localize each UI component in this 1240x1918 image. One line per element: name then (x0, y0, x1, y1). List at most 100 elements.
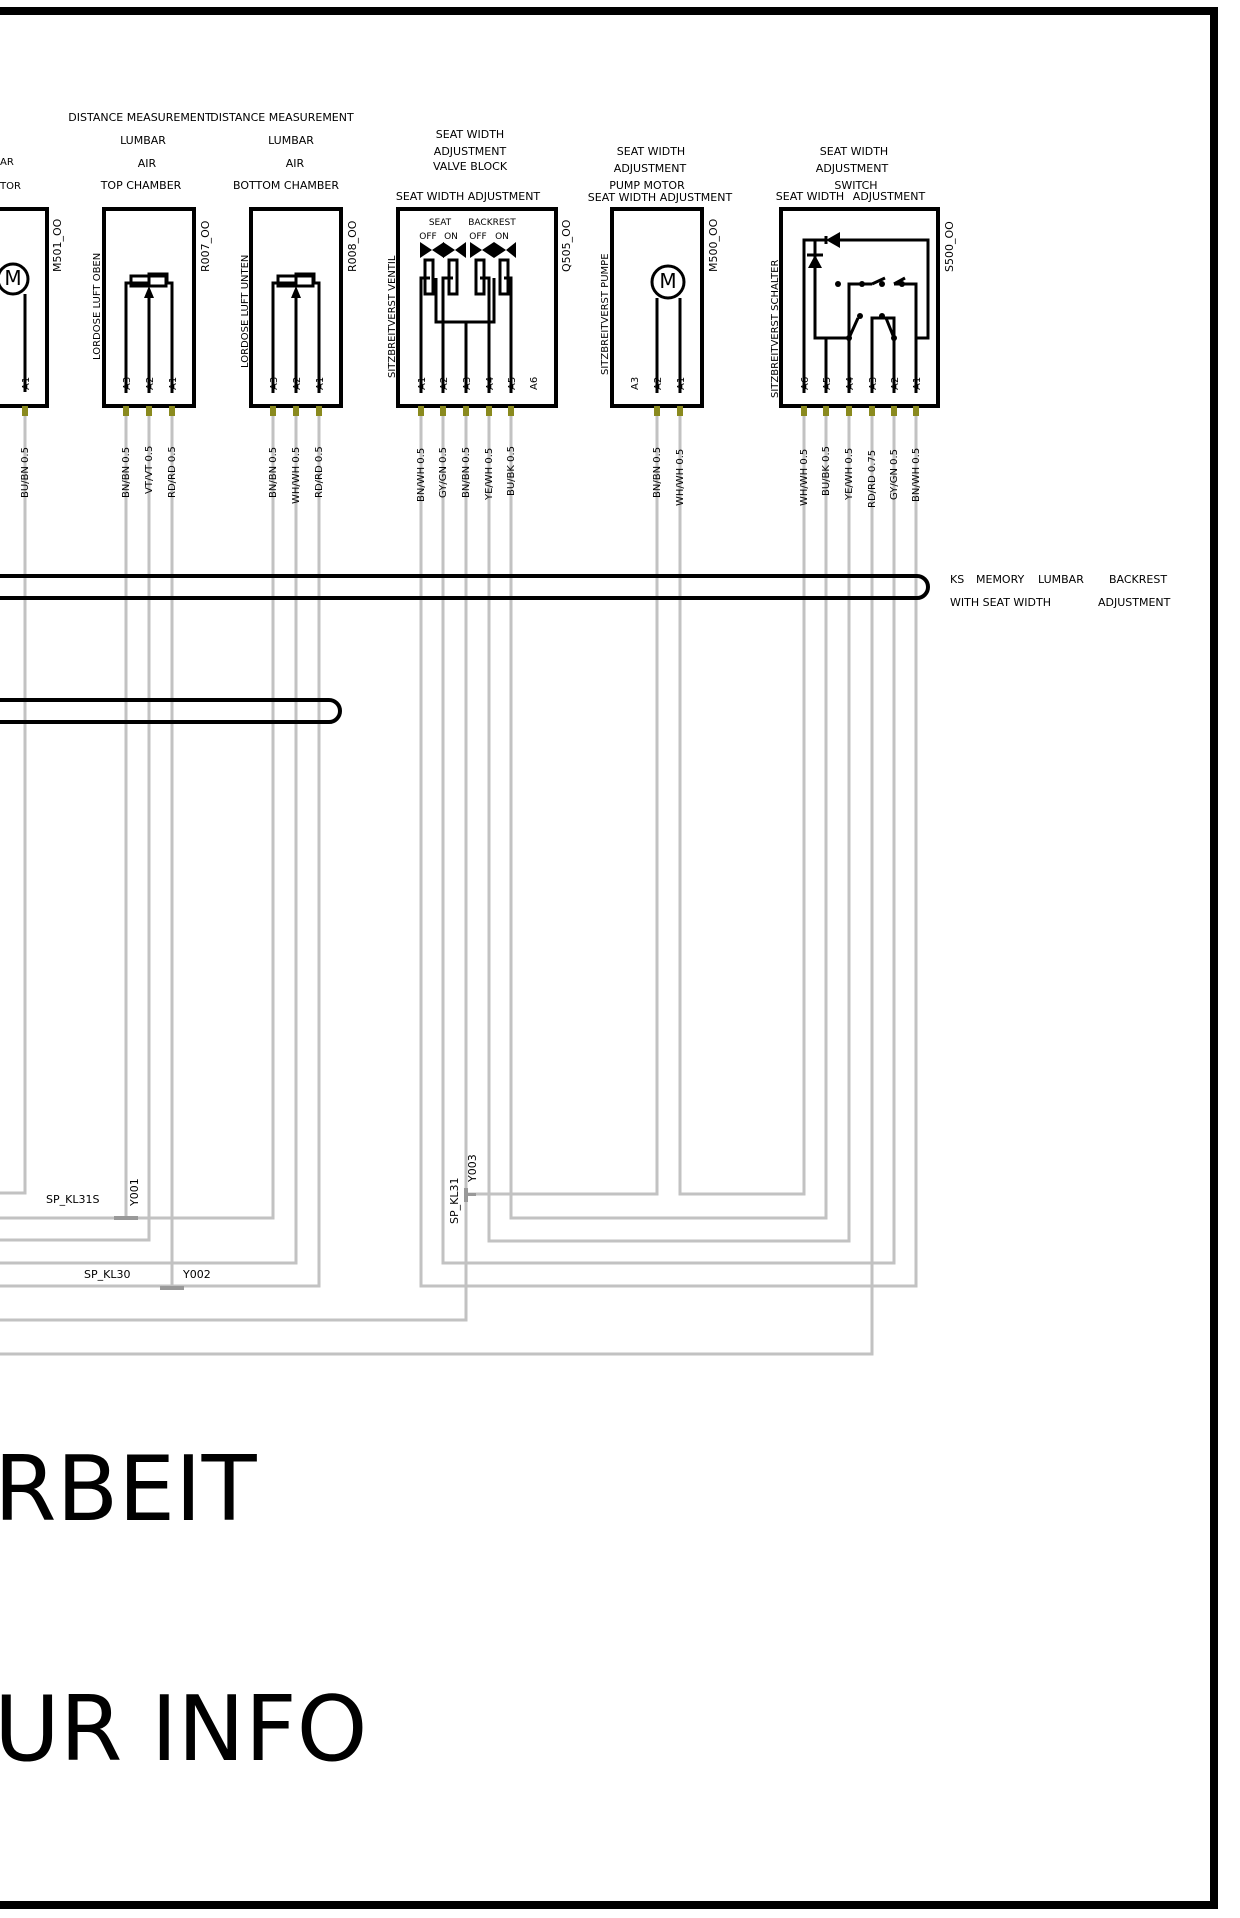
component-codes: M501_OO R007_OO R008_OO Q505_OO M500_OO … (51, 218, 956, 272)
component-r007 (102, 207, 196, 416)
r008-pin-a3: A3 (269, 377, 280, 390)
r007-code: R007_OO (199, 220, 212, 272)
q505-title-line4: SEAT WIDTH ADJUSTMENT (396, 190, 541, 203)
svg-text:LUMBAR: LUMBAR (1038, 573, 1084, 586)
wire-label: GY/GN 0.5 (889, 449, 900, 500)
q505-title-line1: SEAT WIDTH (436, 128, 504, 141)
s500-title-line4: SEAT WIDTH (776, 190, 844, 203)
q505-title-line3: VALVE BLOCK (433, 160, 508, 173)
r008-title-line4: BOTTOM CHAMBER (233, 179, 339, 192)
q505-pin-a2: A2 (439, 377, 450, 390)
component-titles: AR TOR DISTANCE MEASUREMENT LUMBAR AIR T… (0, 111, 925, 204)
wire-label: BN/BN 0.5 (461, 447, 472, 498)
component-q505 (396, 207, 558, 416)
wire-label: BN/BN 0.5 (652, 447, 663, 498)
r008-pin-a1: A1 (315, 377, 326, 390)
r008-title-line2: LUMBAR (268, 134, 314, 147)
svg-text:OFF: OFF (419, 232, 436, 242)
splice-y001-marker (114, 1216, 138, 1220)
svg-text:KS: KS (950, 573, 964, 586)
svg-text:BACKREST: BACKREST (1109, 573, 1167, 586)
wire-label: VT/VT 0.5 (144, 446, 155, 494)
r008-side-label: LORDOSE LUFT UNTEN (240, 255, 251, 368)
r007-side-label: LORDOSE LUFT OBEN (92, 253, 103, 360)
splice-sp-kl31: SP_KL31 (448, 1178, 461, 1224)
switch-symbols (802, 232, 930, 393)
s500-code: S500_OO (943, 221, 956, 272)
m500-code: M500_OO (707, 218, 720, 272)
harness-lower (0, 698, 342, 724)
r008-pin-a2: A2 (292, 377, 303, 390)
component-side-labels: LORDOSE LUFT OBEN LORDOSE LUFT UNTEN SIT… (92, 253, 781, 398)
splice-y002: Y002 (182, 1268, 211, 1281)
wire-label: BU/BN 0.5 (20, 447, 31, 498)
wire-label: BN/WH 0.5 (911, 448, 922, 502)
wires (0, 412, 918, 1356)
m501-pin-a1: A1 (21, 377, 32, 390)
wire-label: BN/BN 0.5 (268, 447, 279, 498)
splice-y003-tick (466, 1193, 476, 1196)
wire-label: BN/WH 0.5 (416, 448, 427, 502)
wire-label: RD/RD 0.5 (167, 446, 178, 498)
svg-text:OFF: OFF (469, 232, 486, 242)
wire-label: GY/GN 0.5 (438, 447, 449, 498)
page-frame (0, 7, 1218, 1909)
wire-label: RD/RD 0.5 (314, 446, 325, 498)
s500-pin-a6: A6 (800, 377, 811, 390)
s500-pin-a1: A1 (912, 377, 923, 390)
q505-pin-a6: A6 (529, 377, 540, 390)
wire-label: YE/WH 0.5 (484, 448, 495, 501)
r007-pin-a1: A1 (168, 377, 179, 390)
m500-side-label: SITZBREITVERST PUMPE (600, 253, 611, 375)
harness-ks-memory (0, 574, 930, 600)
svg-text:SEAT: SEAT (429, 218, 452, 228)
m501-title-line1: AR (0, 157, 14, 168)
watermark-line1: RBEIT (0, 1437, 258, 1542)
s500-title-line5: ADJUSTMENT (853, 190, 926, 203)
m500-title-line3: PUMP MOTOR (609, 179, 685, 192)
r008-code: R008_OO (346, 220, 359, 272)
q505-pin-a1: A1 (417, 377, 428, 390)
pin-labels: A1 A3 A2 A1 A3 A2 A1 A1 A2 A3 A4 A5 A6 A… (21, 377, 923, 390)
svg-text:ADJUSTMENT: ADJUSTMENT (1098, 596, 1171, 609)
q505-code: Q505_OO (560, 219, 573, 272)
m500-pin-a1: A1 (676, 377, 687, 390)
s500-title-line3: SWITCH (834, 179, 877, 192)
svg-text:WITH SEAT WIDTH: WITH SEAT WIDTH (950, 596, 1051, 609)
s500-pin-a2: A2 (890, 377, 901, 390)
m500-title-line1: SEAT WIDTH (617, 145, 685, 158)
component-s500 (779, 207, 940, 416)
wire-label: BN/BN 0.5 (121, 447, 132, 498)
m500-title-line4: SEAT WIDTH (588, 191, 656, 204)
r007-title-line3: AIR (138, 157, 157, 170)
q505-title-line2: ADJUSTMENT (434, 145, 507, 158)
m501-motor-symbol: M (4, 266, 21, 290)
wire-label: WH/WH 0.5 (675, 449, 686, 506)
r007-pin-a2: A2 (145, 377, 156, 390)
splice-sp-kl30: SP_KL30 (84, 1268, 130, 1281)
m500-pin-a3: A3 (630, 377, 641, 390)
wire-label: BU/BK 0.5 (821, 446, 832, 496)
q505-pin-a5: A5 (507, 377, 518, 390)
splices (114, 1188, 476, 1290)
m501-code: M501_OO (51, 218, 64, 272)
component-m500 (610, 207, 704, 416)
m500-title-line5: ADJUSTMENT (660, 191, 733, 204)
r007-title-line1: DISTANCE MEASUREMENT (68, 111, 212, 124)
q505-pin-a3: A3 (462, 377, 473, 390)
m500-title-line2: ADJUSTMENT (614, 162, 687, 175)
component-r008 (249, 207, 343, 416)
r007-pin-a3: A3 (122, 377, 133, 390)
splice-y001: Y001 (128, 1178, 141, 1207)
r007-title-line2: LUMBAR (120, 134, 166, 147)
wire-label: WH/WH 0.5 (799, 449, 810, 506)
svg-text:BACKREST: BACKREST (468, 218, 516, 228)
wire-label: WH/WH 0.5 (291, 447, 302, 504)
splice-y003: Y003 (466, 1154, 479, 1183)
splice-sp-kl31s: SP_KL31S (46, 1193, 99, 1206)
q505-side-label: SITZBREITVERST VENTIL (387, 255, 398, 378)
m500-pin-a2: A2 (653, 377, 664, 390)
q505-valve-labels: SEAT BACKREST OFF ON OFF ON (419, 218, 516, 242)
s500-pin-a5: A5 (822, 377, 833, 390)
